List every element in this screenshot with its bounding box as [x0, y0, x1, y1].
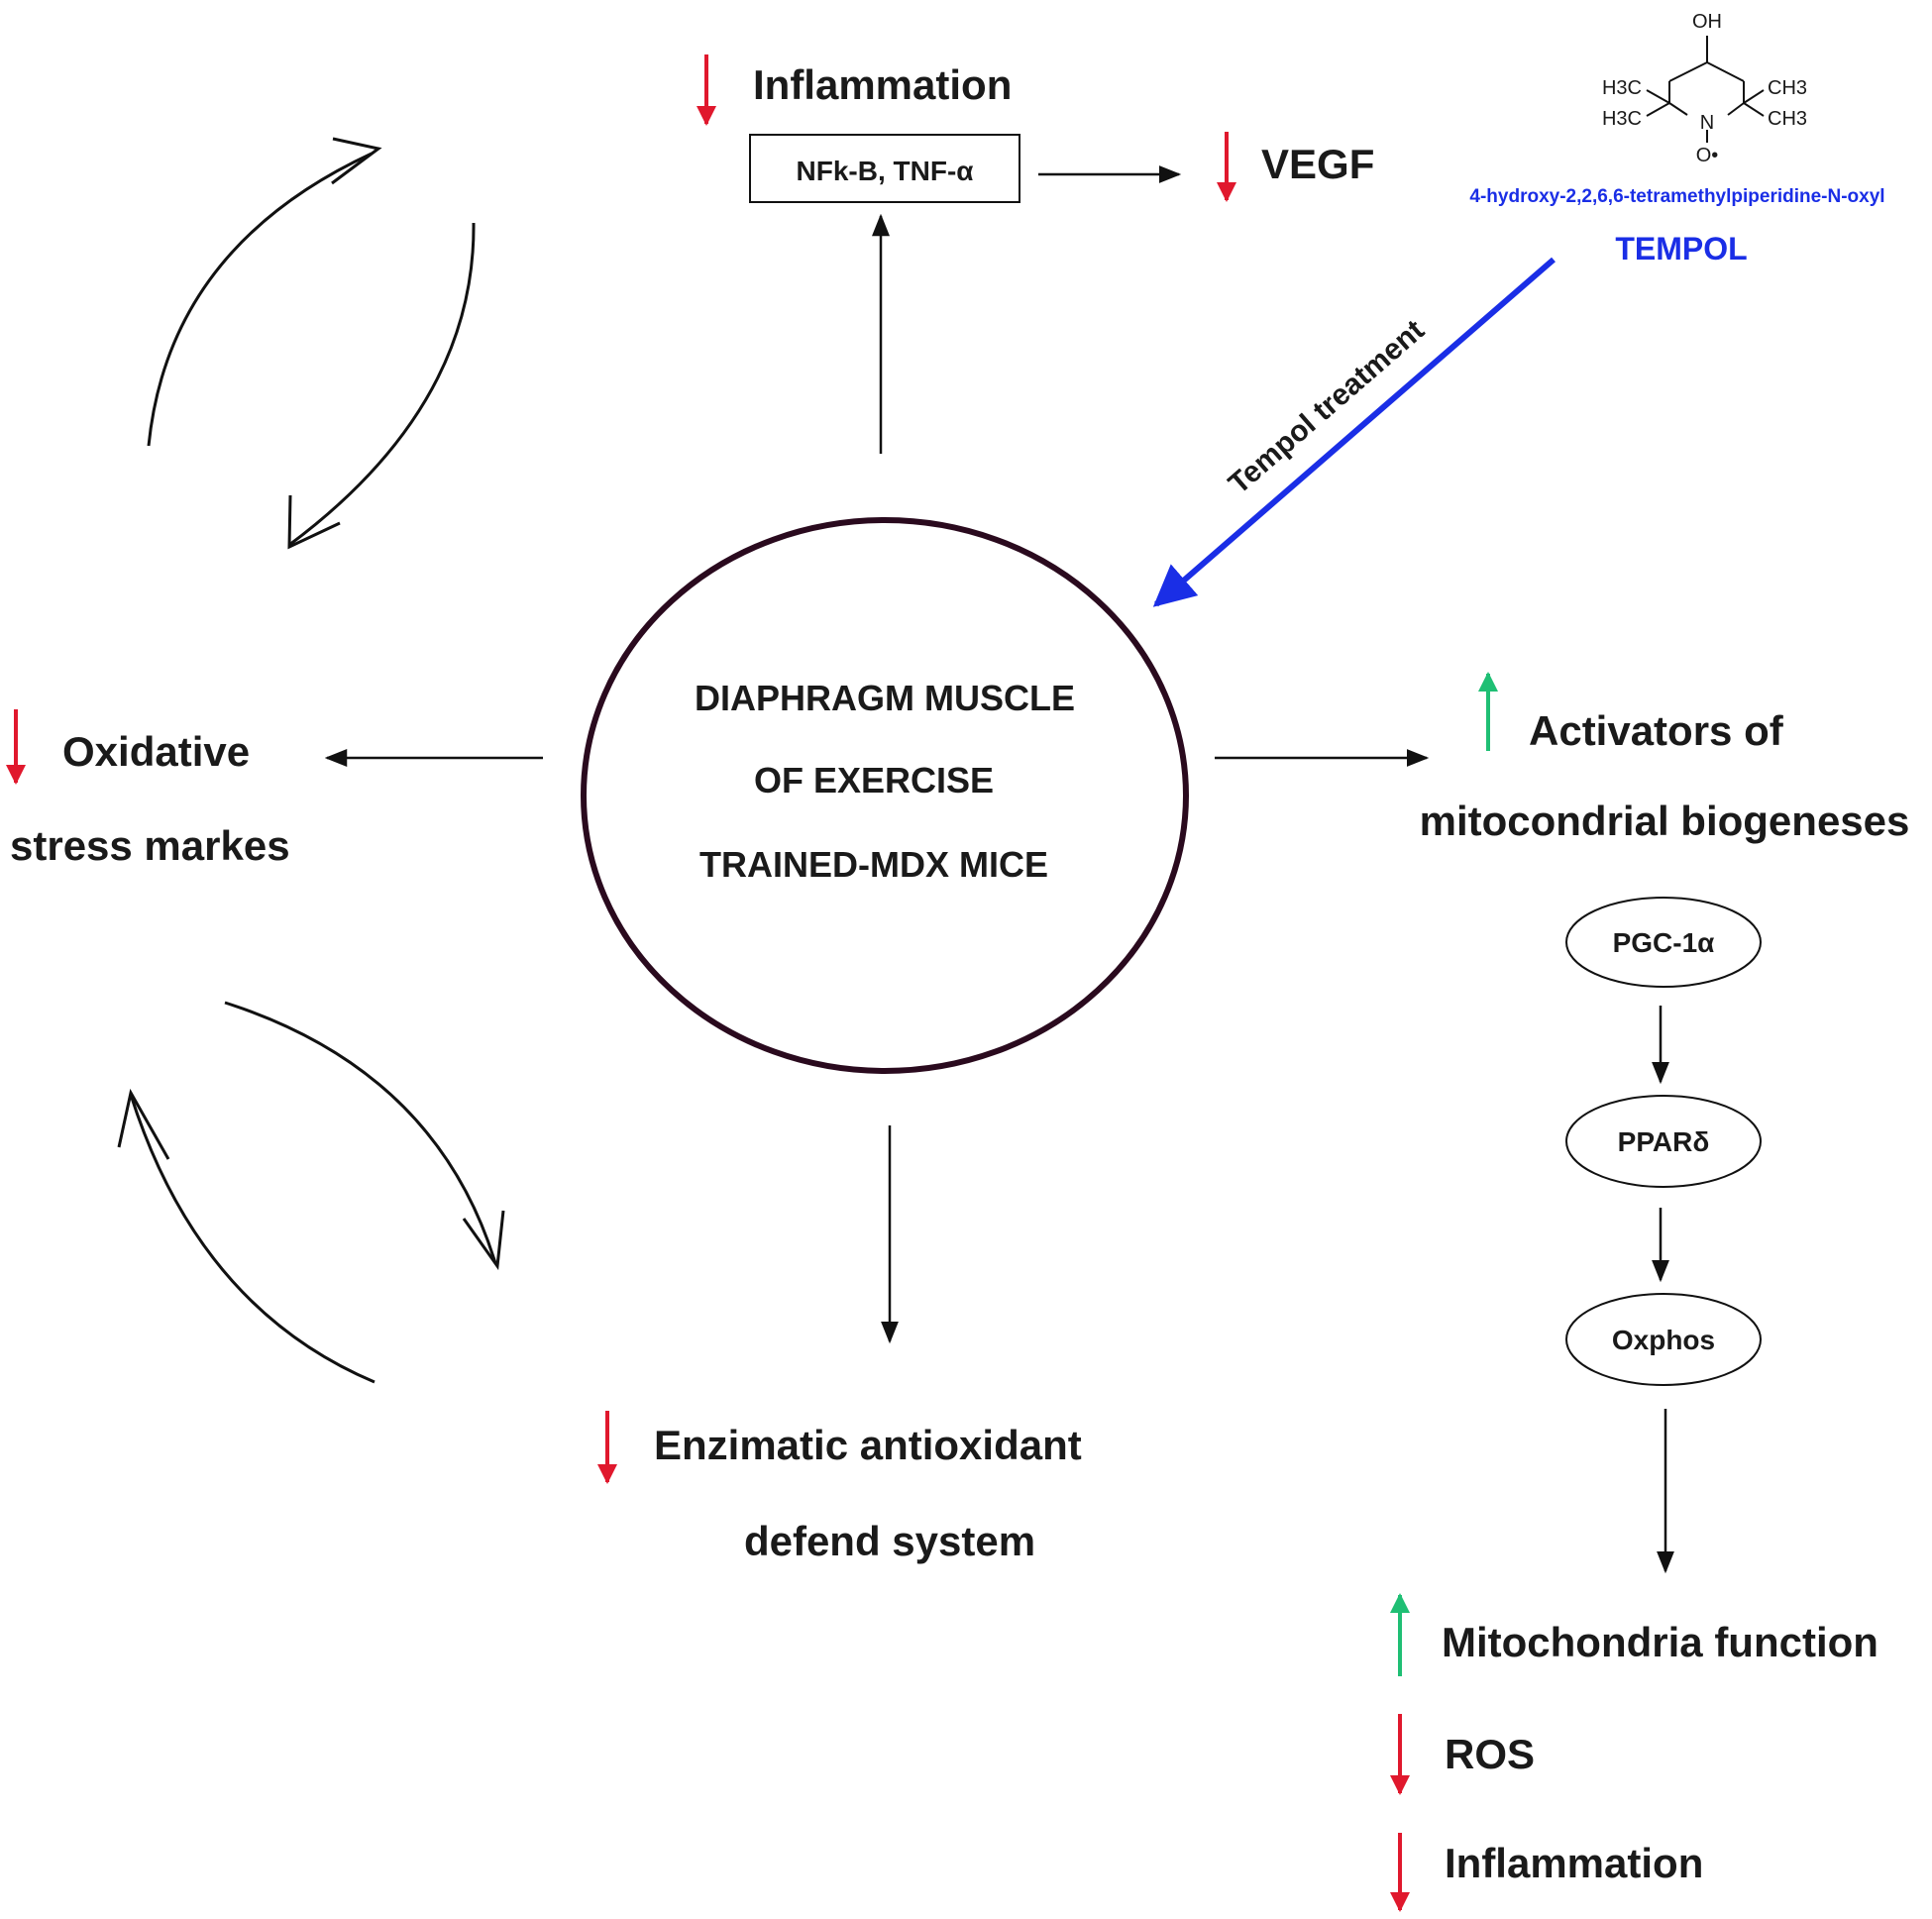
cycle-arrow-down-right-head — [462, 1210, 505, 1271]
tempol-structure — [1646, 36, 1765, 143]
nfkb-box — [749, 134, 1020, 203]
tempol-treatment-label: Tempol treatment — [1223, 314, 1431, 501]
vegf-label: VEGF — [1261, 141, 1374, 187]
outcome-ros: ROS — [1445, 1731, 1535, 1777]
node-oxphos-label: Oxphos — [1612, 1325, 1715, 1355]
chem-o-radical: O• — [1696, 145, 1719, 166]
cycle-arrow-down-right — [224, 1001, 497, 1264]
cycle-arrow-down — [288, 222, 476, 547]
node-ppard — [1565, 1095, 1762, 1188]
cycle-arrow-up — [147, 152, 373, 447]
center-line-1: DIAPHRAGM MUSCLE — [695, 678, 1075, 718]
center-line-3: TRAINED-MDX MICE — [699, 844, 1048, 885]
outcome-mito-function: Mitochondria function — [1442, 1619, 1878, 1665]
cycle-arrow-up-left — [129, 1094, 376, 1384]
center-circle — [581, 517, 1189, 1074]
nfkb-box-text: NFk-B, TNF-α — [797, 156, 974, 186]
outcome-inflammation: Inflammation — [1445, 1840, 1703, 1886]
chem-h3c-2: H3C — [1602, 108, 1642, 130]
cycle-arrow-down-head — [287, 494, 341, 550]
cycle-arrow-up-left-head — [117, 1088, 170, 1160]
node-oxphos — [1565, 1293, 1762, 1386]
chem-n: N — [1700, 112, 1714, 134]
center-line-2: OF EXERCISE — [754, 760, 994, 800]
chem-ch3-1: CH3 — [1768, 77, 1807, 99]
activators-line-1: Activators of — [1529, 707, 1784, 754]
tempol-full-name: 4-hydroxy-2,2,6,6-tetramethylpiperidine-… — [1469, 186, 1884, 207]
oxidative-line-2: stress markes — [10, 822, 290, 869]
tempol-treatment-arrow — [1152, 257, 1556, 607]
cycle-arrow-up-head — [331, 137, 382, 185]
node-pgc1a-label: PGC-1α — [1613, 927, 1715, 958]
chem-oh: OH — [1692, 11, 1722, 33]
activators-line-2: mitocondrial biogeneses — [1420, 798, 1910, 844]
enzimatic-line-2: defend system — [744, 1518, 1035, 1564]
enzimatic-line-1: Enzimatic antioxidant — [654, 1422, 1082, 1468]
inflammation-top-label: Inflammation — [753, 61, 1012, 108]
node-pgc1a — [1565, 897, 1762, 988]
node-ppard-label: PPARδ — [1618, 1126, 1710, 1157]
chem-h3c-1: H3C — [1602, 77, 1642, 99]
oxidative-line-1: Oxidative — [62, 728, 250, 775]
chem-ch3-2: CH3 — [1768, 108, 1807, 130]
tempol-name: TEMPOL — [1615, 231, 1747, 267]
